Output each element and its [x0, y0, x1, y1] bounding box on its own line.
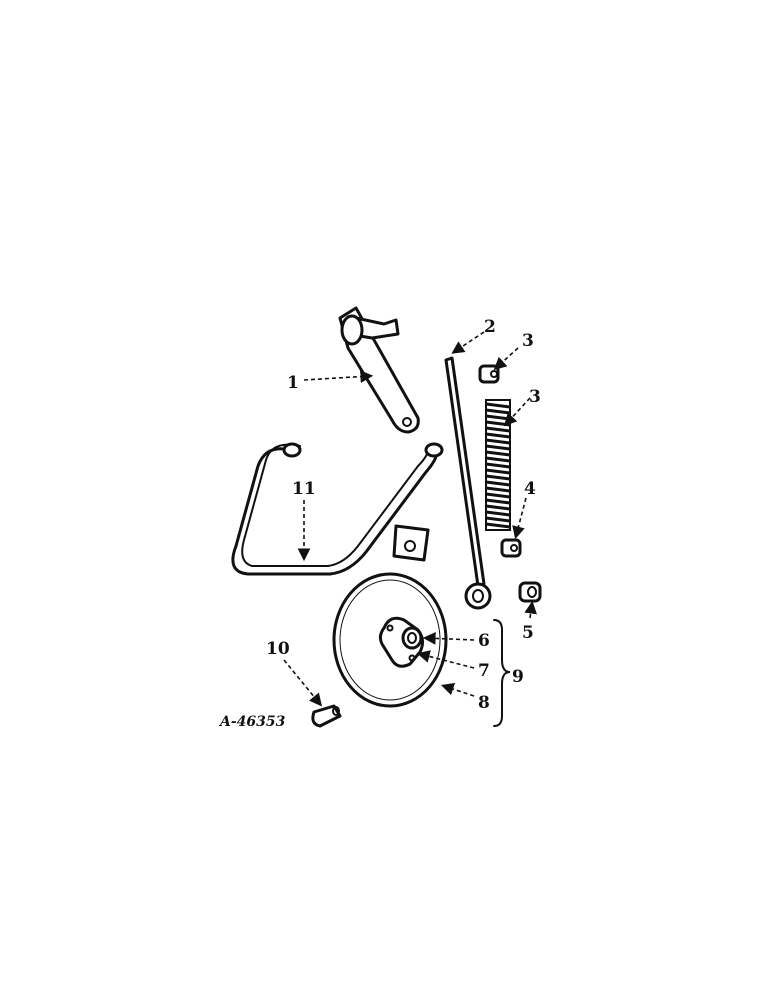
figure-number: A-46353: [218, 714, 286, 730]
part-collar-lower: [500, 538, 522, 558]
callout-2: 2: [484, 317, 496, 337]
callout-7: 7: [478, 661, 490, 681]
spring-coil: [485, 504, 511, 511]
part-hub-bearing: [401, 626, 423, 650]
part-rod: [444, 356, 492, 610]
part-bail: [231, 442, 444, 576]
spring-coil: [485, 462, 511, 469]
spring-coil: [485, 402, 511, 409]
callout-3-lower: 4: [524, 479, 536, 499]
callout-3-upper: 3: [522, 331, 534, 351]
spring-coil: [485, 522, 511, 529]
spring-coil: [485, 468, 511, 475]
spring-coil: [485, 456, 511, 463]
part-bushing: [518, 581, 542, 603]
part-pin: [311, 704, 342, 728]
callout-8: 8: [478, 693, 490, 713]
spring-coil: [485, 480, 511, 487]
part-spring: [485, 399, 511, 531]
part-arm: [338, 306, 420, 434]
spring-coil: [485, 438, 511, 445]
spring-coil: [485, 474, 511, 481]
spring-coil: [485, 516, 511, 523]
callout-9: 9: [512, 667, 524, 687]
spring-coil: [485, 510, 511, 517]
spring-coil: [485, 408, 511, 415]
callout-1: 1: [287, 373, 299, 393]
callout-6: 6: [478, 631, 490, 651]
part-collar-upper: [478, 364, 500, 384]
spring-coil: [485, 492, 511, 499]
callout-11: 11: [292, 479, 316, 499]
spring-coil: [485, 498, 511, 505]
spring-coil: [485, 432, 511, 439]
spring-coil: [485, 450, 511, 457]
group-brace: [493, 619, 511, 727]
callout-10: 10: [266, 639, 290, 659]
callout-4: 3: [529, 387, 541, 407]
spring-coil: [485, 486, 511, 493]
spring-coil: [485, 444, 511, 451]
leader-lines: [283, 331, 537, 707]
spring-coil: [485, 426, 511, 433]
callout-5: 5: [522, 623, 534, 643]
